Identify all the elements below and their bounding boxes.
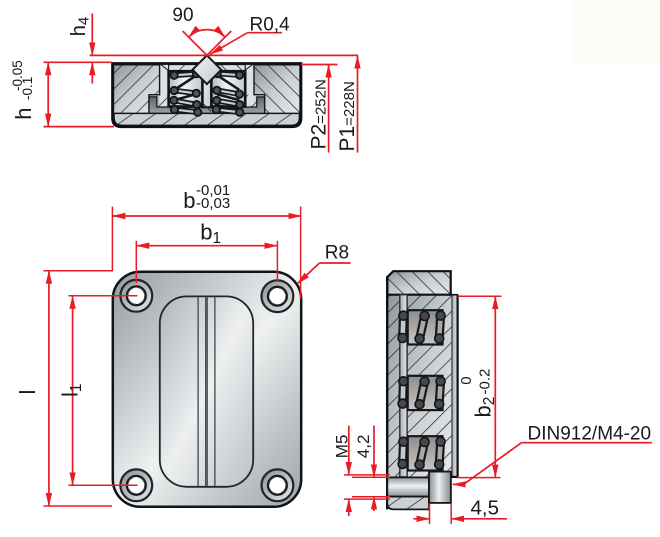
svg-text:R8: R8 [325,242,349,263]
svg-text:-0.2: -0.2 [477,369,494,395]
svg-text:P1=228N: P1=228N [336,81,359,151]
svg-text:M5: M5 [333,435,352,459]
svg-text:h: h [11,108,36,120]
svg-text:-0.05: -0.05 [10,60,25,91]
svg-text:b: b [183,188,195,213]
svg-text:-0,03: -0,03 [196,195,230,212]
svg-text:l: l [15,390,40,395]
svg-text:4,2: 4,2 [354,435,373,459]
svg-text:-0.1: -0.1 [20,77,35,100]
svg-text:4,5: 4,5 [471,496,500,519]
svg-text:-0,01: -0,01 [196,182,230,199]
svg-text:R0,4: R0,4 [250,14,291,35]
svg-text:90: 90 [172,5,193,26]
svg-text:DIN912/M4-20: DIN912/M4-20 [528,424,652,445]
svg-text:0: 0 [458,376,475,384]
svg-text:P2=252N: P2=252N [307,79,330,149]
